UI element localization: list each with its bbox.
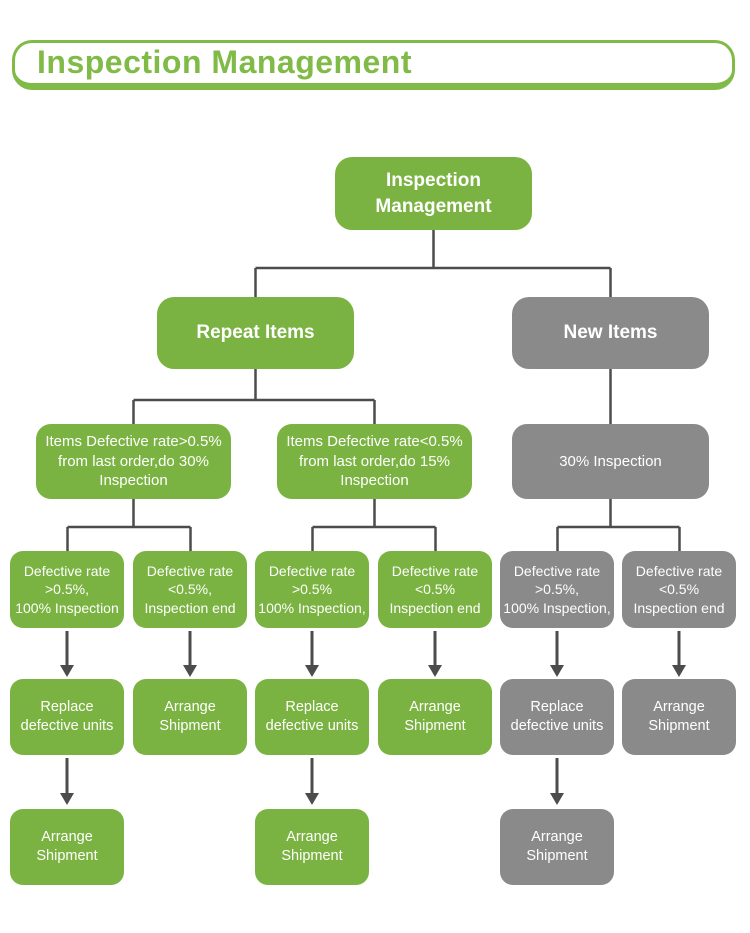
node-repeat30-final-arrange-shipment: Arrange Shipment xyxy=(10,809,124,885)
node-repeat15-rate-high-100pct-inspection: Defective rate >0.5% 100% Inspection, xyxy=(255,551,369,628)
node-repeat15-replace-defective-units: Replace defective units xyxy=(255,679,369,755)
node-root-inspection-management: Inspection Management xyxy=(335,157,532,230)
page-header: Inspection Management xyxy=(12,40,735,90)
node-repeat-defect-rate-high: Items Defective rate>0.5% from last orde… xyxy=(36,424,231,499)
node-new-30pct-inspection: 30% Inspection xyxy=(512,424,709,499)
node-repeat15-rate-low-inspection-end: Defective rate <0.5% Inspection end xyxy=(378,551,492,628)
node-new-items: New Items xyxy=(512,297,709,369)
node-new-rate-low-inspection-end: Defective rate <0.5% Inspection end xyxy=(622,551,736,628)
node-repeat30-rate-high-100pct-inspection: Defective rate >0.5%, 100% Inspection xyxy=(10,551,124,628)
node-repeat15-final-arrange-shipment: Arrange Shipment xyxy=(255,809,369,885)
node-new-replace-defective-units: Replace defective units xyxy=(500,679,614,755)
flow-arrows xyxy=(60,631,686,805)
node-repeat30-arrange-shipment: Arrange Shipment xyxy=(133,679,247,755)
node-repeat-defect-rate-low: Items Defective rate<0.5% from last orde… xyxy=(277,424,472,499)
node-repeat30-rate-low-inspection-end: Defective rate <0.5%, Inspection end xyxy=(133,551,247,628)
node-repeat-items: Repeat Items xyxy=(157,297,354,369)
node-new-arrange-shipment: Arrange Shipment xyxy=(622,679,736,755)
tree-connector-lines xyxy=(66,230,681,551)
page-title: Inspection Management xyxy=(37,43,412,80)
node-repeat15-arrange-shipment: Arrange Shipment xyxy=(378,679,492,755)
node-repeat30-replace-defective-units: Replace defective units xyxy=(10,679,124,755)
node-new-final-arrange-shipment: Arrange Shipment xyxy=(500,809,614,885)
node-new-rate-high-100pct-inspection: Defective rate >0.5%, 100% Inspection, xyxy=(500,551,614,628)
